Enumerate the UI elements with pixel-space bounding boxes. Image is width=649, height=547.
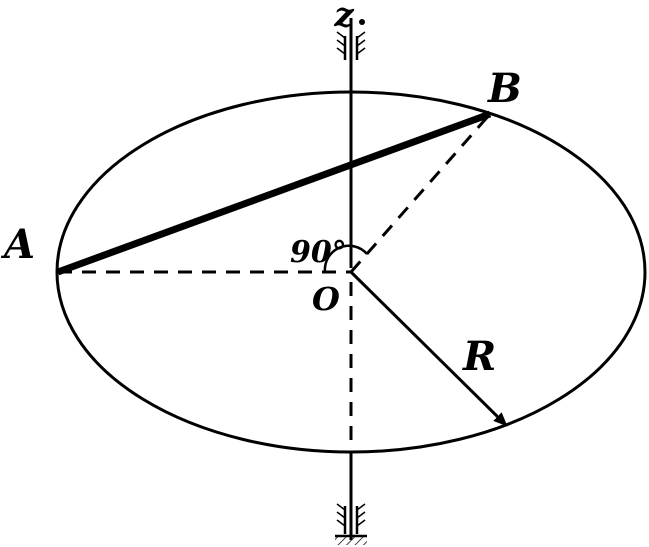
label-a: A [0, 221, 35, 268]
label-r: R [462, 333, 496, 380]
label-angle: 90° [290, 235, 347, 270]
label-z: z [333, 0, 354, 35]
rod-ab [56, 110, 492, 276]
radius-arrow [349, 270, 508, 427]
segment-ob [349, 113, 492, 273]
axis-tip-dot [359, 19, 365, 25]
angle-arc [323, 244, 368, 273]
label-o: O [312, 280, 340, 318]
bottom-bearing [335, 503, 367, 545]
label-b: B [487, 65, 522, 112]
top-bearing [336, 31, 366, 60]
